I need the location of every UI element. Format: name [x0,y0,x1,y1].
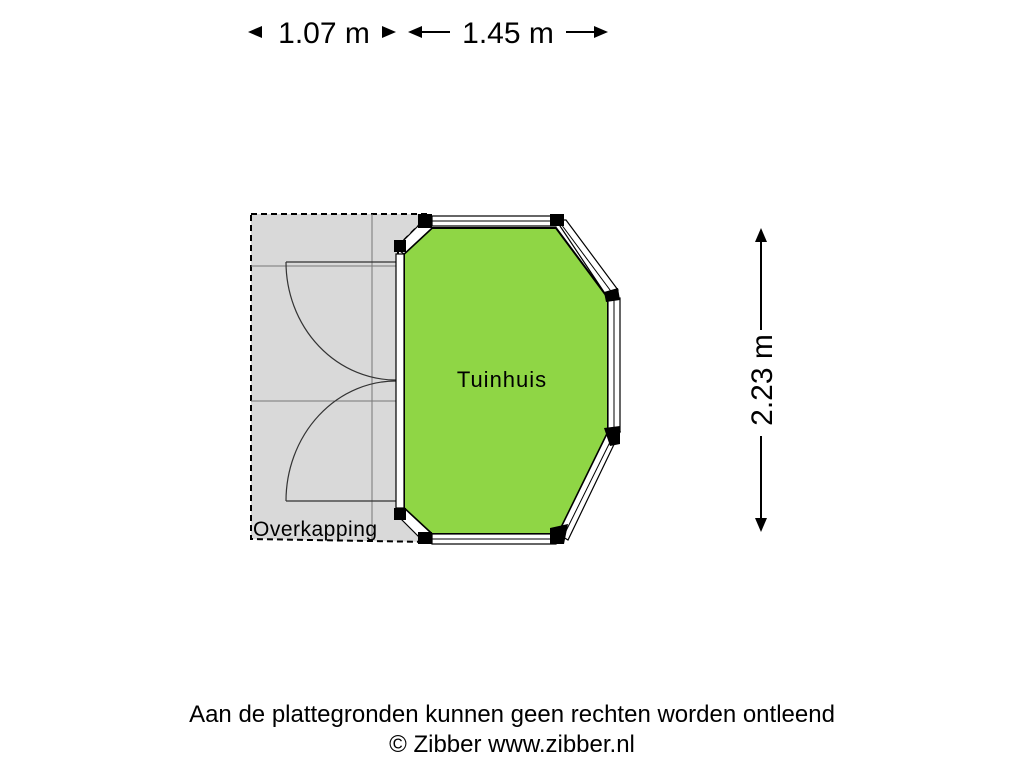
arrow-right-icon [382,26,396,38]
arrow-up-icon [755,228,767,242]
overkapping-area [250,213,433,544]
arrow-right-icon [594,26,608,38]
footer-disclaimer: Aan de plattegronden kunnen geen rechten… [189,701,835,728]
dimension-width-left-label: 1.07 m [278,17,370,50]
dimension-width-right: 1.45 m [408,17,608,50]
dimension-width-left: 1.07 m [248,17,396,50]
dimension-height-label: 2.23 m [746,334,779,426]
footer-copyright: © Zibber www.zibber.nl [389,731,635,758]
tuinhuis-room [394,214,621,545]
room-label-tuinhuis: Tuinhuis [457,367,547,392]
dimension-height: 2.23 m [746,228,779,532]
arrow-down-icon [755,518,767,532]
dimension-width-right-label: 1.45 m [462,17,554,50]
arrow-left-icon [248,26,262,38]
room-label-overkapping: Overkapping [253,518,378,541]
arrow-left-icon [408,26,422,38]
